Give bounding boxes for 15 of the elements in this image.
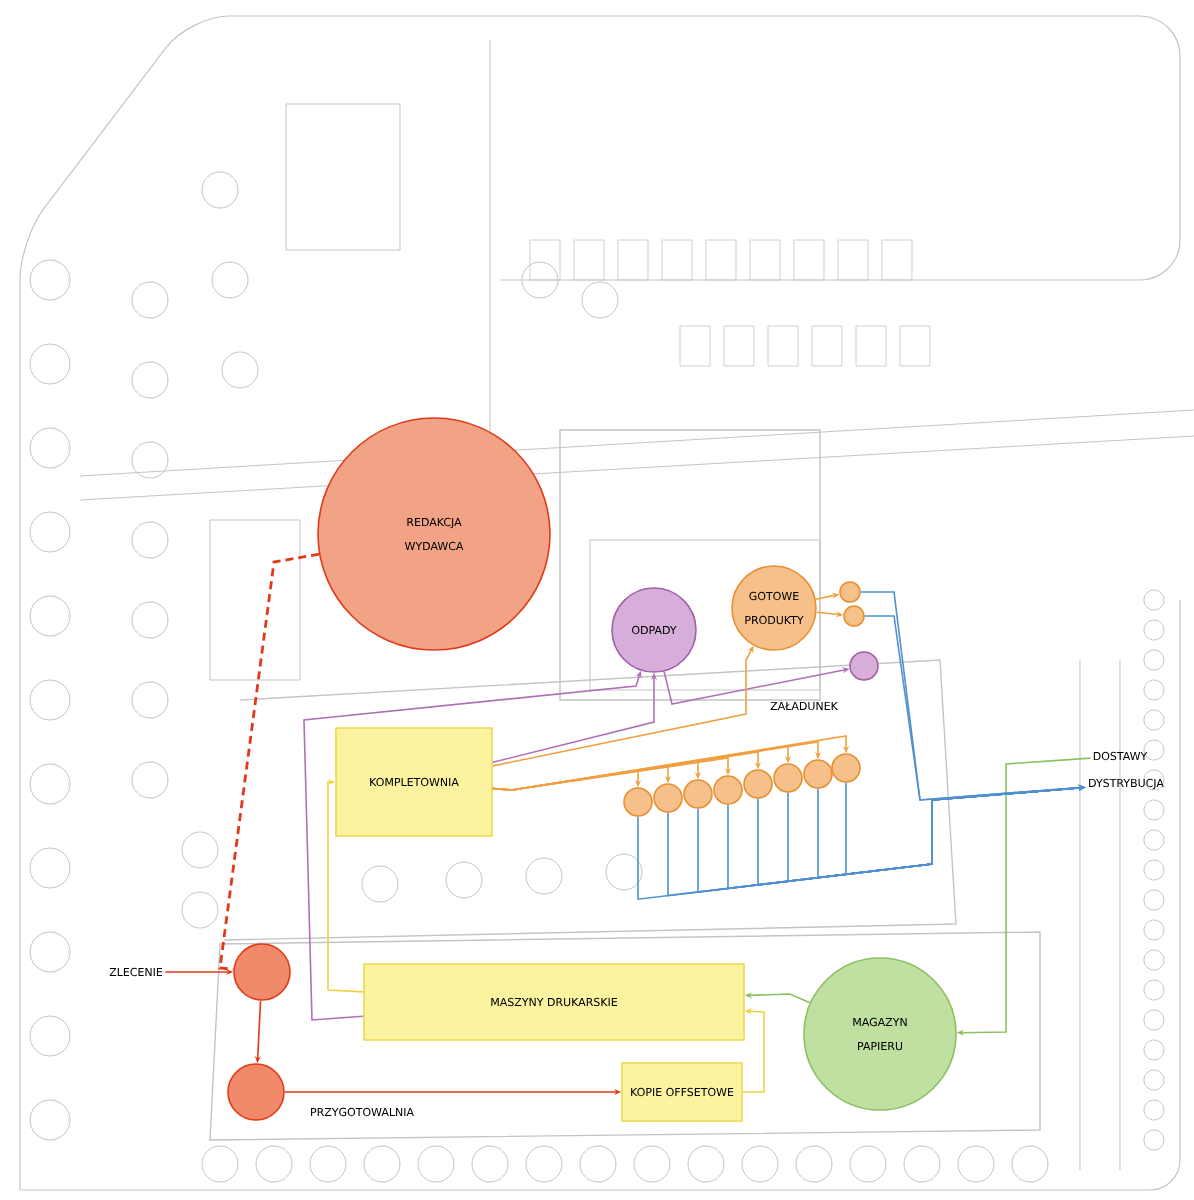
station-circle [623,787,653,817]
station-circle [683,779,713,809]
station-circle [227,1063,285,1121]
station-circle [713,775,743,805]
station-circle [839,581,861,603]
station-circle [773,763,803,793]
station-circle [803,759,833,789]
station-circle [743,769,773,799]
station-circle [849,651,879,681]
station-circle [843,605,865,627]
flow-arrow [492,735,850,791]
station-circle [233,943,291,1001]
station-circle [653,783,683,813]
station-circle [831,753,861,783]
flow-arrow [327,778,364,993]
